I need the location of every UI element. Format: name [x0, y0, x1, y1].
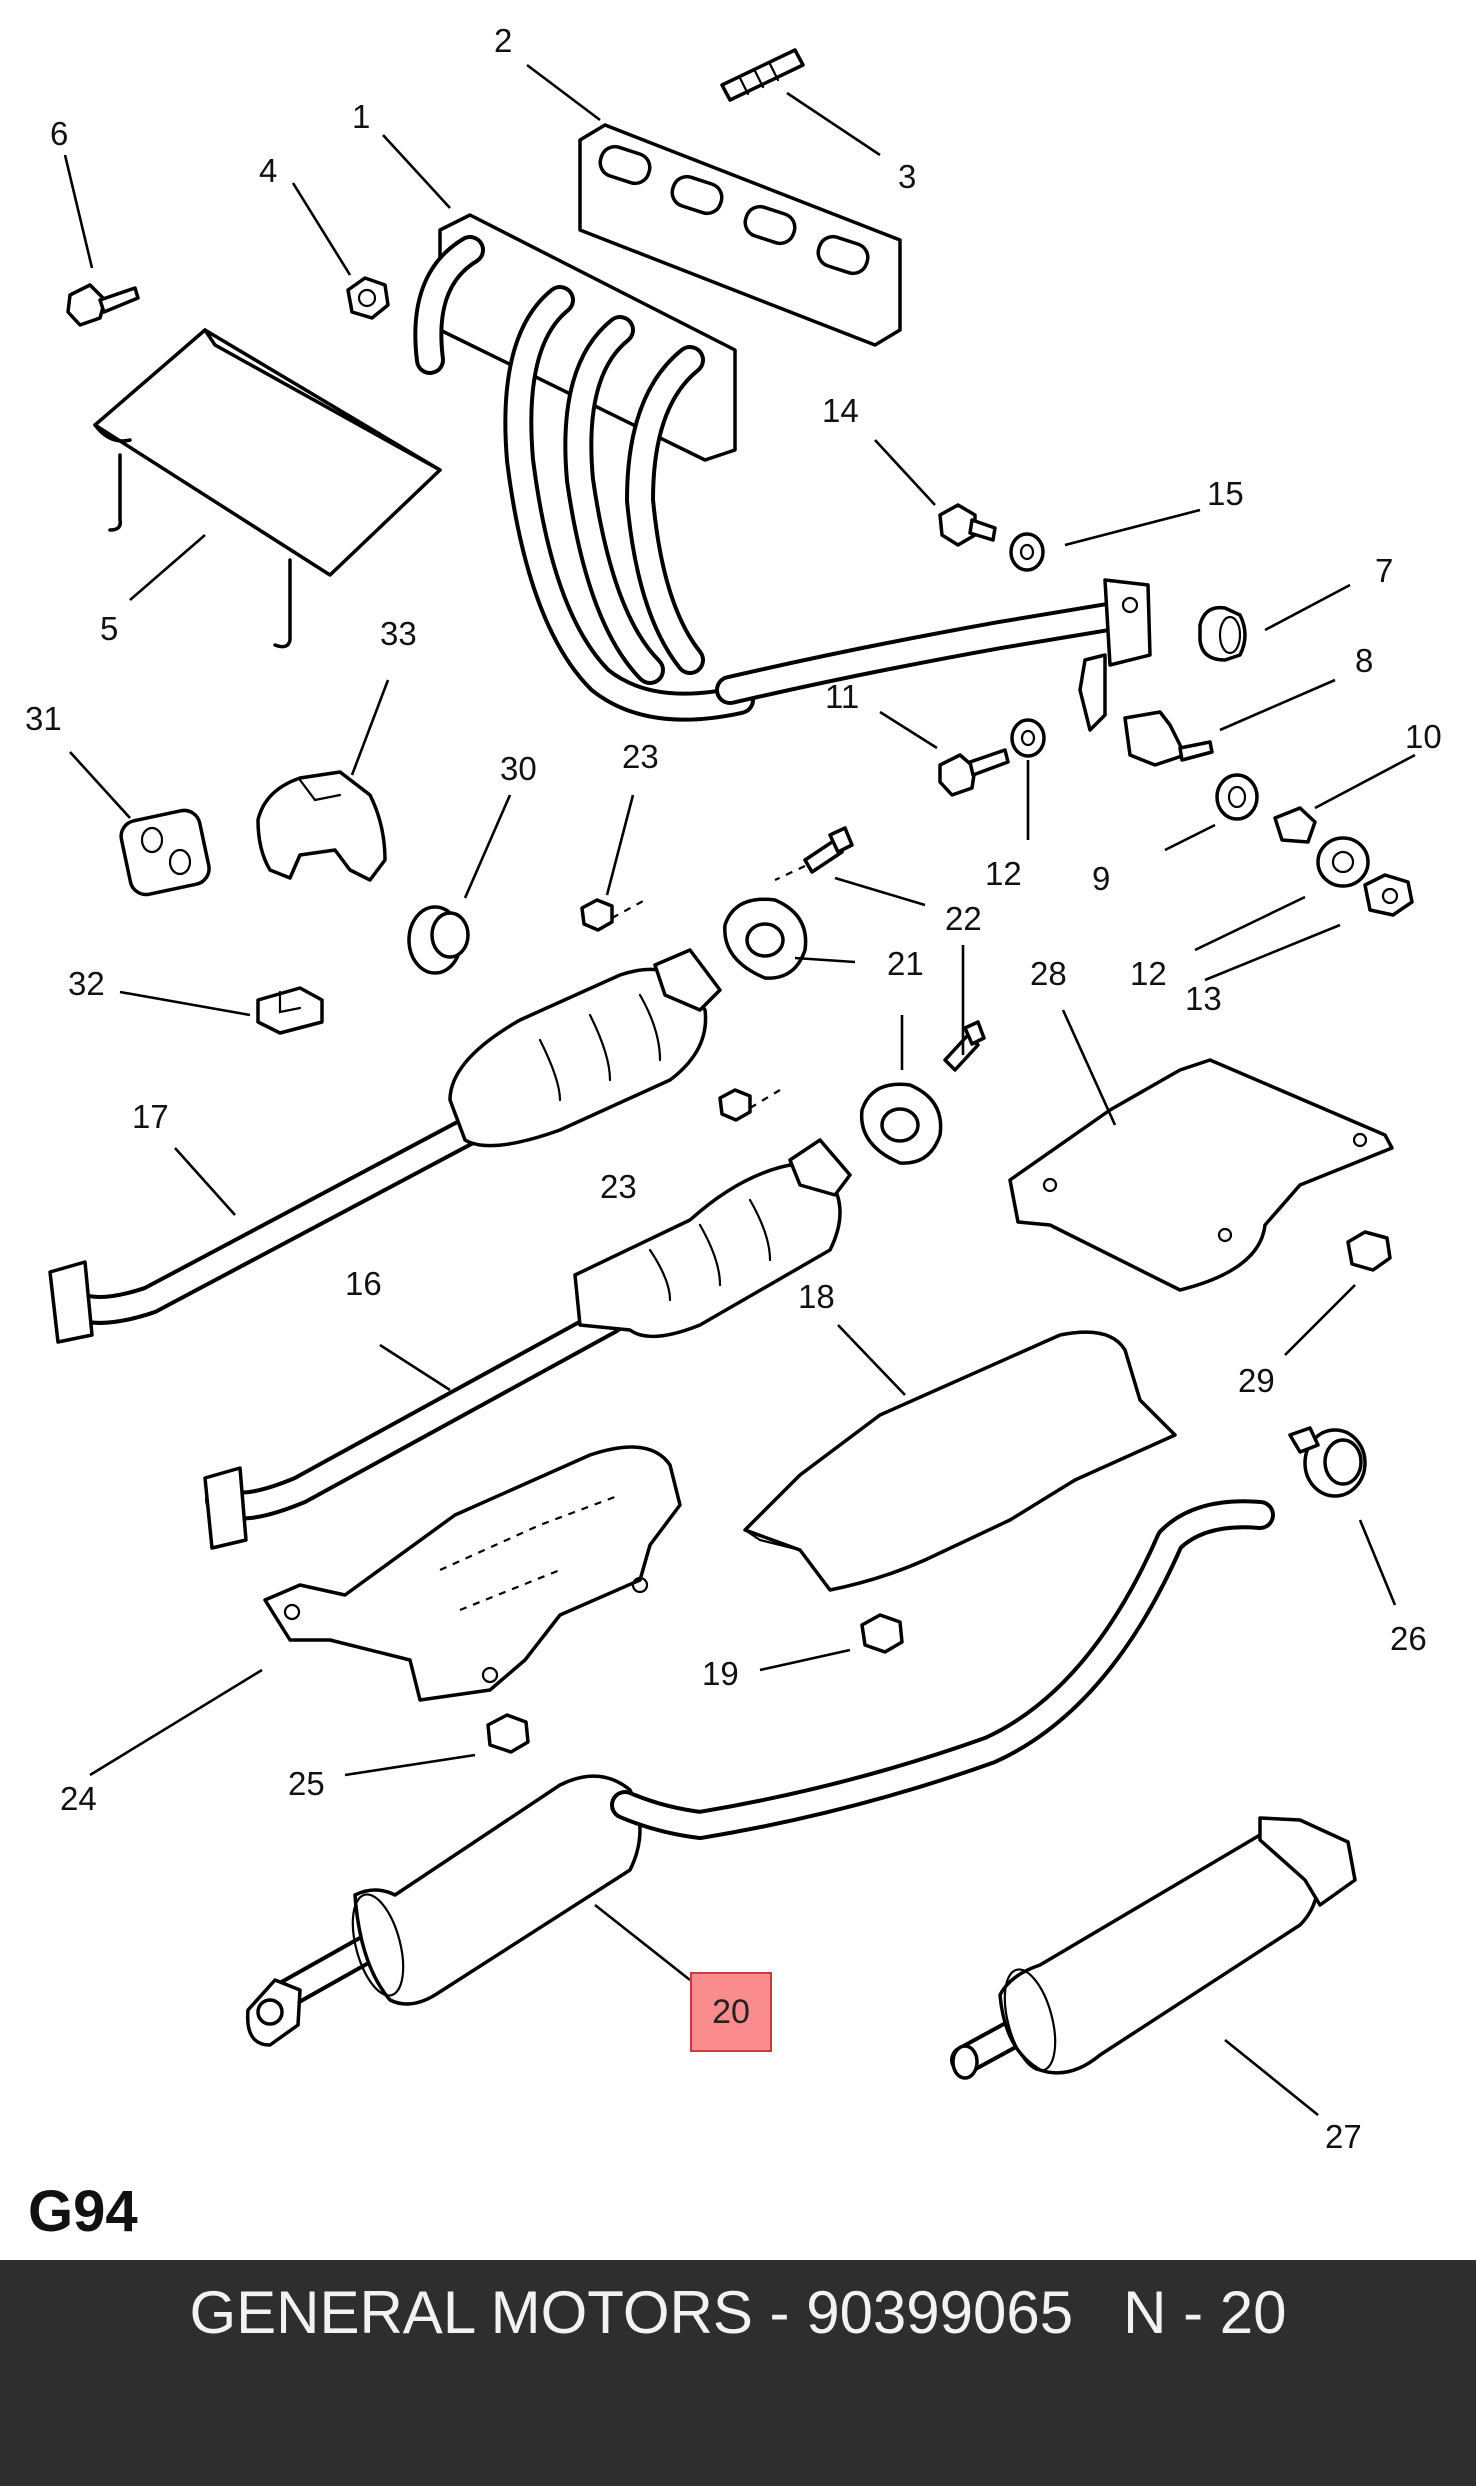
- leader-lines: [63, 63, 1416, 2117]
- part-28-heat-shield: [1008, 1058, 1394, 1292]
- part-30-ring: [407, 905, 470, 975]
- part-33-bracket: [256, 770, 387, 882]
- part-13-nut: [1363, 873, 1414, 917]
- part-15-washer: [1009, 532, 1045, 572]
- label-33: 33: [380, 615, 417, 652]
- part-12-washer-upper: [1010, 718, 1046, 758]
- part-4-nut: [346, 276, 390, 320]
- footer-text: GENERAL MOTORS - 90399065 N - 20: [189, 2279, 1287, 2346]
- label-23-upper: 23: [622, 738, 659, 775]
- label-7: 7: [1375, 552, 1393, 589]
- part-21-gasket-lower: [859, 1082, 943, 1165]
- label-5: 5: [100, 610, 118, 647]
- label-27: 27: [1325, 2118, 1362, 2155]
- label-21: 21: [887, 945, 924, 982]
- part-14-bolt: [938, 503, 997, 547]
- label-10: 10: [1405, 718, 1442, 755]
- part-27-rear-silencer: [950, 1816, 1357, 2080]
- label-19: 19: [702, 1655, 739, 1692]
- label-17: 17: [132, 1098, 169, 1135]
- part-6-bolt: [66, 283, 140, 327]
- part-20-center-silencer: [245, 1499, 1275, 2047]
- part-2-manifold-gasket: [578, 123, 902, 347]
- part-10-sleeve: [1273, 806, 1317, 844]
- part-22-bolt-upper: [774, 826, 854, 881]
- part-23-nut-upper: [580, 898, 646, 932]
- part-23-nut-lower: [718, 1088, 781, 1122]
- part-19-nut: [860, 1613, 904, 1654]
- footer-bar: GENERAL MOTORS - 90399065 N - 20: [0, 2260, 1476, 2486]
- label-29: 29: [1238, 1362, 1275, 1399]
- label-3: 3: [898, 158, 916, 195]
- label-23-lower: 23: [600, 1168, 637, 1205]
- label-13: 13: [1185, 980, 1222, 1017]
- part-25-nut: [486, 1713, 530, 1754]
- part-31-rubber-mount: [119, 808, 211, 897]
- part-12-washer-lower: [1316, 836, 1370, 888]
- part-1-exhaust-manifold: [413, 213, 1152, 732]
- part-26-clamp: [1288, 1426, 1367, 1498]
- exhaust-parts-diagram: 1 2 3 4 5 6 7 8 9 10 11 12 12 13 14 15 1…: [25, 22, 1442, 2155]
- part-16-front-pipe-catalyst: [203, 1138, 852, 1550]
- label-15: 15: [1207, 475, 1244, 512]
- part-11-bolt: [938, 748, 1010, 797]
- part-17-front-pipe-catalyst: [48, 948, 722, 1344]
- label-12-lower: 12: [1130, 955, 1167, 992]
- label-25: 25: [288, 1765, 325, 1802]
- label-26: 26: [1390, 1620, 1427, 1657]
- label-16: 16: [345, 1265, 382, 1302]
- part-24-heat-shield: [263, 1445, 682, 1702]
- label-14: 14: [822, 392, 859, 429]
- part-32-clip: [256, 986, 324, 1035]
- label-18: 18: [798, 1278, 835, 1315]
- part-number-labels: 1 2 3 4 5 6 7 8 9 10 11 12 12 13 14 15 1…: [25, 22, 1442, 2155]
- label-4: 4: [259, 152, 277, 189]
- label-32: 32: [68, 965, 105, 1002]
- part-7-seal-ring: [1198, 605, 1247, 662]
- label-9: 9: [1092, 860, 1110, 897]
- part-21-gasket-upper: [723, 897, 808, 980]
- label-28: 28: [1030, 955, 1067, 992]
- part-29-nut: [1346, 1230, 1392, 1272]
- label-1: 1: [352, 98, 370, 135]
- figure-code: G94: [28, 2179, 138, 2244]
- label-24: 24: [60, 1780, 97, 1817]
- label-6: 6: [50, 115, 68, 152]
- part-9-bushing: [1215, 773, 1259, 821]
- label-30: 30: [500, 750, 537, 787]
- part-3-stud: [720, 48, 805, 102]
- highlighted-part-20-label[interactable]: 20: [690, 1972, 772, 2052]
- part-18-heat-shield: [743, 1330, 1177, 1592]
- part-8-bracket: [1123, 710, 1214, 767]
- part-22-bolt-lower: [943, 1020, 986, 1072]
- label-2: 2: [494, 22, 512, 59]
- label-31: 31: [25, 700, 62, 737]
- part-5-heat-shield: [93, 328, 442, 649]
- label-11: 11: [825, 678, 859, 715]
- label-22: 22: [945, 900, 982, 937]
- label-8: 8: [1355, 642, 1373, 679]
- label-12-upper: 12: [985, 855, 1022, 892]
